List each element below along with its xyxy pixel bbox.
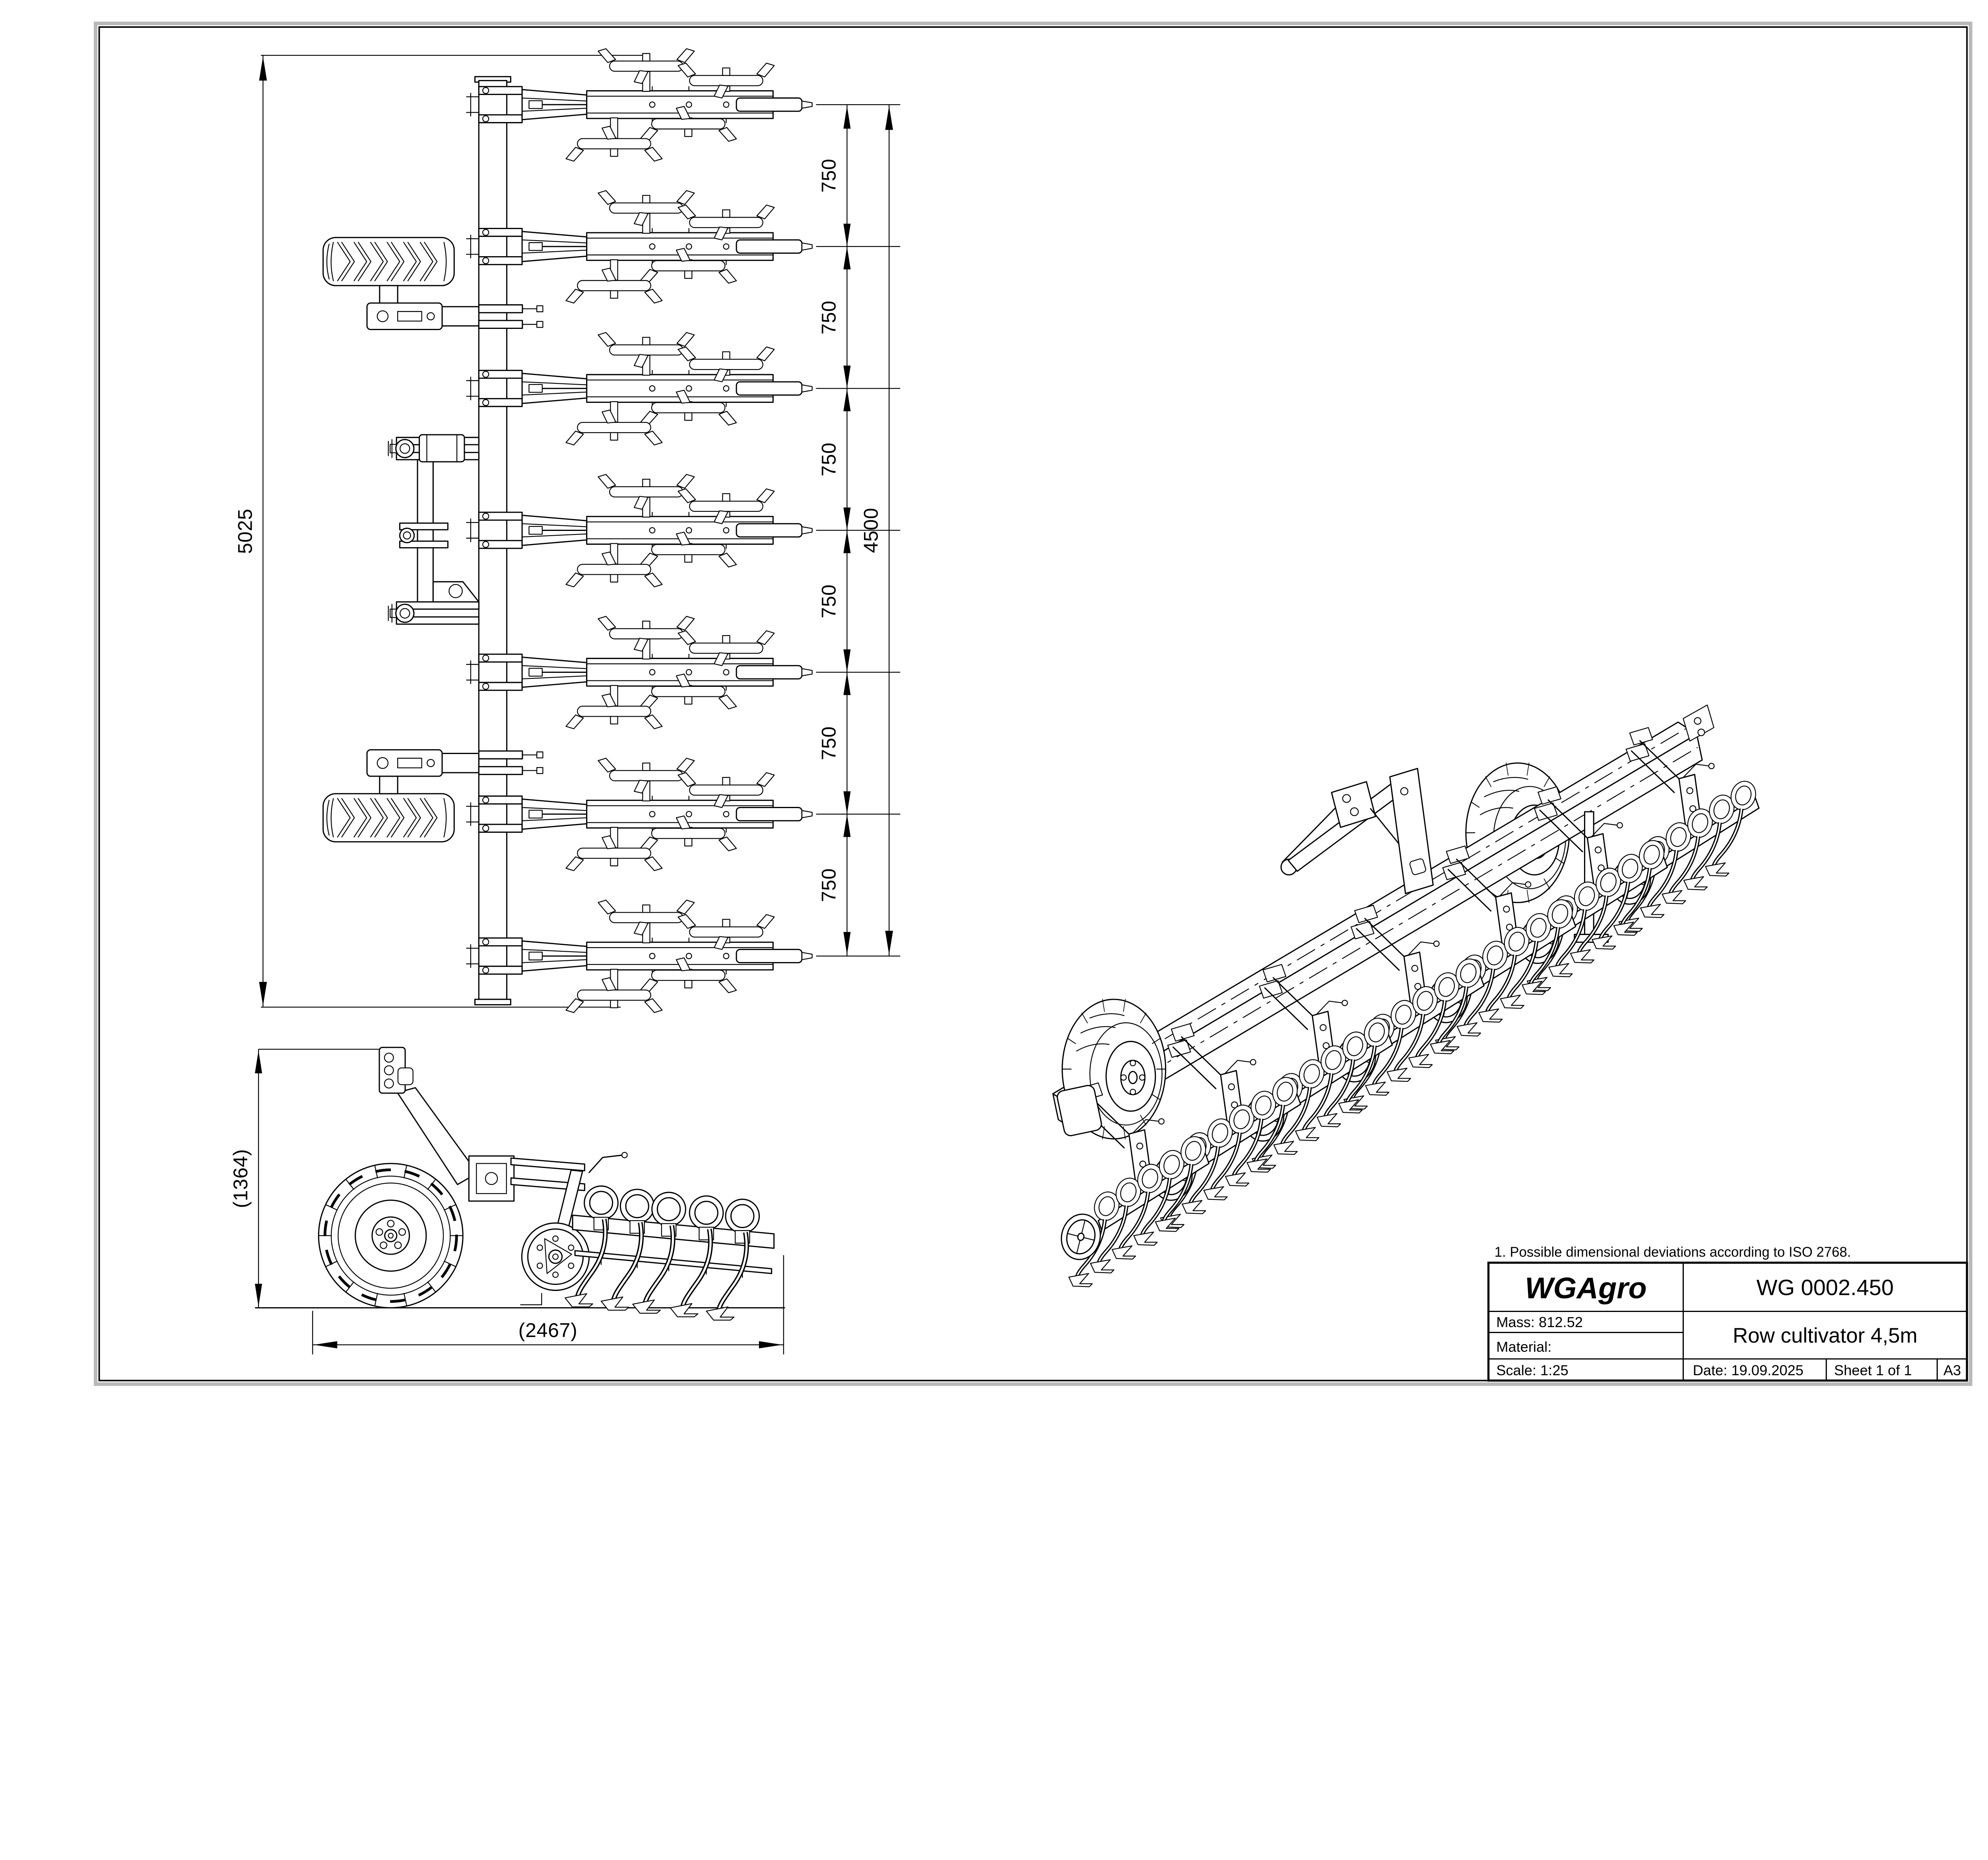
- dim-750-label-1: 750: [818, 159, 840, 192]
- dim-overall-length: 5025: [234, 54, 643, 1008]
- sheet-frame: [93, 21, 1972, 1386]
- dim-length: (2467): [312, 1255, 784, 1355]
- mast-side: [379, 1047, 628, 1202]
- mass-field: Mass: 812.52: [1496, 1314, 1583, 1330]
- dim-row-spacing-chain: 750 750 750 750 750 750: [818, 105, 851, 956]
- sheet-field: Sheet 1 of 1: [1834, 1362, 1912, 1378]
- dim-4500-label: 4500: [860, 508, 882, 553]
- drawing-page: 5025: [93, 21, 1972, 1386]
- dim-1364-label: (1364): [229, 1149, 252, 1208]
- gauge-wheel-side: [520, 1169, 590, 1306]
- company-logo: WGAgro: [1525, 1271, 1646, 1305]
- support-wheel-side: [318, 1163, 464, 1308]
- iso-ballast-box: [1056, 1085, 1102, 1137]
- scale-field: Scale: 1:25: [1496, 1362, 1568, 1378]
- sheet-edge: [93, 21, 1972, 1386]
- dim-2467-label: (2467): [518, 1319, 578, 1341]
- material-field: Material:: [1496, 1339, 1551, 1355]
- dim-750-label-3: 750: [818, 442, 840, 476]
- dim-row-span: 4500: [860, 105, 893, 956]
- hitch-top: [388, 434, 480, 625]
- dim-750-label-2: 750: [818, 301, 840, 334]
- dim-750-label-5: 750: [818, 726, 840, 760]
- iso-hitch: [1280, 768, 1434, 894]
- side-view: (1364): [229, 1047, 785, 1355]
- top-view: 5025: [234, 49, 901, 1013]
- iso-view: [1052, 704, 1759, 1287]
- drawing-sheet: 5025: [93, 21, 1972, 1386]
- drawing-title: Row cultivator 4,5m: [1733, 1324, 1918, 1347]
- chain-arrowheads: [843, 224, 851, 837]
- dim-750-label-4: 750: [818, 584, 840, 618]
- dim-750-label-6: 750: [818, 868, 840, 902]
- dim-5025-label: 5025: [234, 509, 256, 554]
- title-block: WGAgro WG 0002.450 Mass: 812.52 Material…: [1487, 1261, 1968, 1382]
- iso-note: 1. Possible dimensional deviations accor…: [1495, 1245, 1851, 1260]
- format-field: A3: [1943, 1362, 1961, 1378]
- row-extension-lines: [816, 104, 901, 957]
- drawing-number: WG 0002.450: [1757, 1275, 1894, 1300]
- date-field: Date: 19.09.2025: [1693, 1362, 1804, 1378]
- dim-height: (1364): [229, 1049, 402, 1308]
